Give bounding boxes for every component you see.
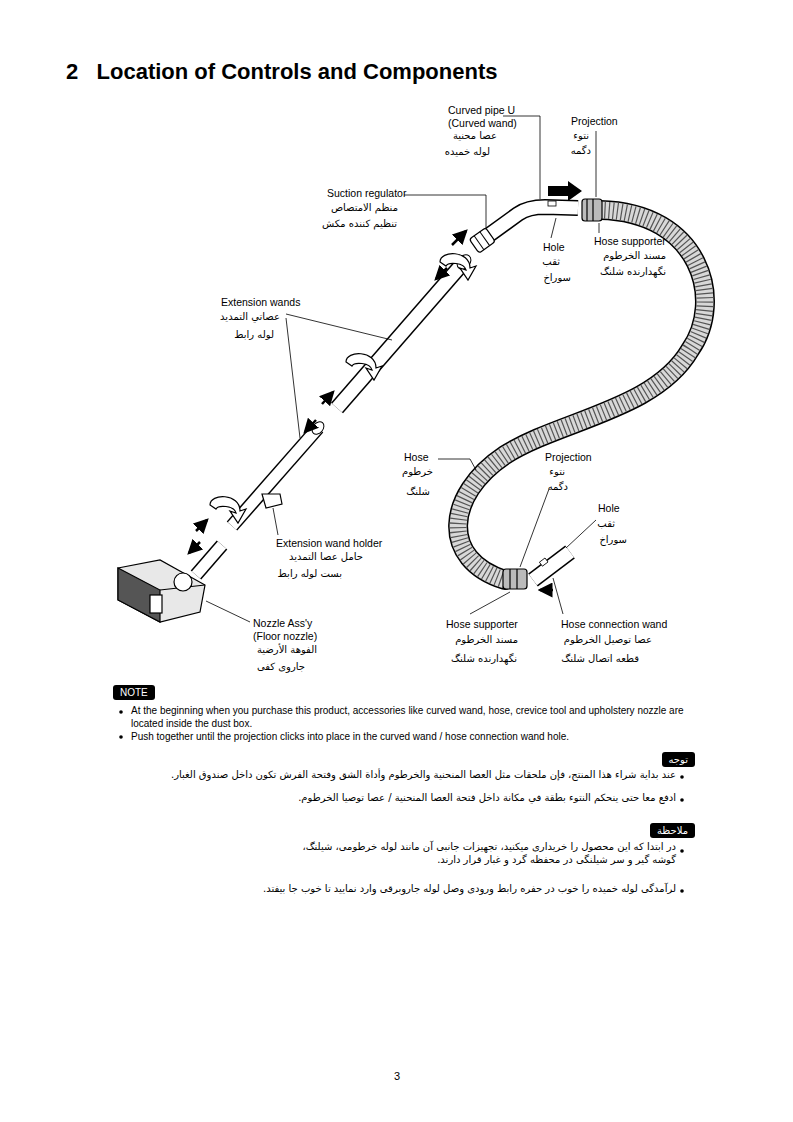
suction-regulator — [469, 228, 495, 253]
wand-holder — [262, 494, 282, 508]
part-label: سوراخ — [543, 272, 571, 285]
part-label: منظم الامتصاص — [331, 202, 398, 215]
note-text: عند بداية شراء هذا المنتج، فإن ملحقات مث… — [171, 769, 676, 782]
part-label: Curved pipe U — [448, 104, 515, 117]
part-label: Extension wand holder — [276, 537, 382, 550]
part-label: Nozzle Ass'y — [253, 617, 312, 630]
part-label: Projection — [545, 451, 592, 464]
part-label: الفوهة الأرضية — [257, 644, 317, 657]
hose-supporter — [503, 199, 602, 589]
part-label: مسند الخرطوم — [455, 634, 518, 647]
part-label: Hole — [598, 502, 620, 515]
part-label: لوله خميده — [445, 146, 490, 159]
tag-text: توجه — [669, 754, 689, 765]
part-label: Extension wands — [221, 296, 300, 309]
tag-text: NOTE — [120, 687, 148, 698]
extension-wand — [232, 252, 474, 526]
note-text: لرآمدگی لوله خميده را خوب در حفره رابط و… — [263, 883, 676, 896]
part-label: Hose supporter — [594, 235, 666, 248]
push-arrow — [548, 181, 582, 201]
hose — [458, 210, 705, 580]
bullet — [119, 710, 684, 893]
part-label: (Floor nozzle) — [253, 630, 317, 643]
page-title: 2 Location of Controls and Components — [66, 58, 497, 86]
note-text: At the beginning when you purchase this … — [131, 705, 696, 730]
curved-pipe — [478, 201, 578, 243]
part-label: دگمه — [548, 481, 568, 494]
part-label: Hose connection wand — [561, 618, 667, 631]
tag-text: ملاحظة — [657, 825, 688, 836]
note-tag: توجه — [662, 752, 696, 767]
part-label: ثقب — [597, 518, 615, 531]
part-label: نتوء — [549, 466, 565, 479]
part-label: خرطوم — [402, 466, 433, 479]
part-label: Hose supporter — [446, 618, 518, 631]
page-number: 3 — [394, 1070, 400, 1084]
part-label: شلنگ — [406, 486, 430, 499]
part-label: Suction regulator — [327, 187, 406, 200]
note-tag: NOTE — [113, 685, 155, 700]
hose-connection-wand — [533, 552, 570, 580]
part-label: سوراخ — [599, 534, 627, 547]
part-label: حامل عصا التمديد — [289, 551, 363, 564]
part-label: ثقب — [542, 256, 560, 269]
note-text: در ابتدا كه اين محصول را خريداری ميكنيد،… — [276, 841, 676, 866]
rotation-arrow — [210, 254, 476, 523]
note-tag: ملاحظة — [650, 823, 695, 838]
part-label: مسند الخرطوم — [603, 250, 666, 263]
part-label: دگمه — [571, 145, 591, 158]
part-label: Hose — [404, 451, 429, 464]
part-label: تنظيم كننده مكش — [322, 218, 397, 231]
part-label: (Curved wand) — [448, 117, 517, 130]
part-label: Projection — [571, 115, 618, 128]
part-label: نتوء — [573, 130, 589, 143]
part-label: عصاتي التمديد — [220, 311, 280, 324]
part-label: لوله رابط — [234, 329, 274, 342]
part-label: جاروی کفی — [257, 661, 305, 674]
note-text: ادفع معا حتى ينحكم النتوء بطقة في مكانة … — [298, 792, 676, 805]
part-label: نگهدارنده شلنگ — [600, 266, 666, 279]
part-label: عصا توصيل الخرطوم — [564, 634, 652, 647]
note-text: Push together until the projection click… — [131, 731, 569, 744]
part-label: عصا محنية — [453, 130, 497, 143]
direction-arrow — [189, 231, 553, 590]
floor-nozzle — [118, 545, 222, 622]
leader-line — [206, 116, 599, 622]
part-label: قطعه اتصال شلنگ — [561, 653, 639, 666]
part-label: بست لوله رابط — [278, 568, 342, 581]
part-label: Hole — [543, 241, 565, 254]
part-label: نگهدارنده شلنگ — [451, 653, 517, 666]
